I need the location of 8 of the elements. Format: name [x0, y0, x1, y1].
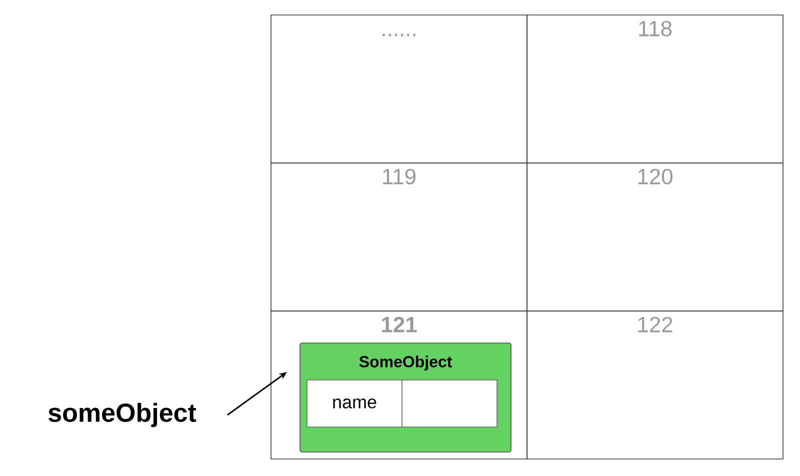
memory-cell: 119 [270, 162, 528, 312]
memory-cell: 120 [526, 162, 784, 312]
table-cell: name [306, 380, 402, 428]
table-cell [402, 380, 498, 428]
memory-cell: 118 [526, 14, 784, 164]
variable-label: someObject [48, 402, 196, 428]
memory-cell: ...... [270, 14, 528, 164]
memory-cell: 122 [526, 310, 784, 460]
